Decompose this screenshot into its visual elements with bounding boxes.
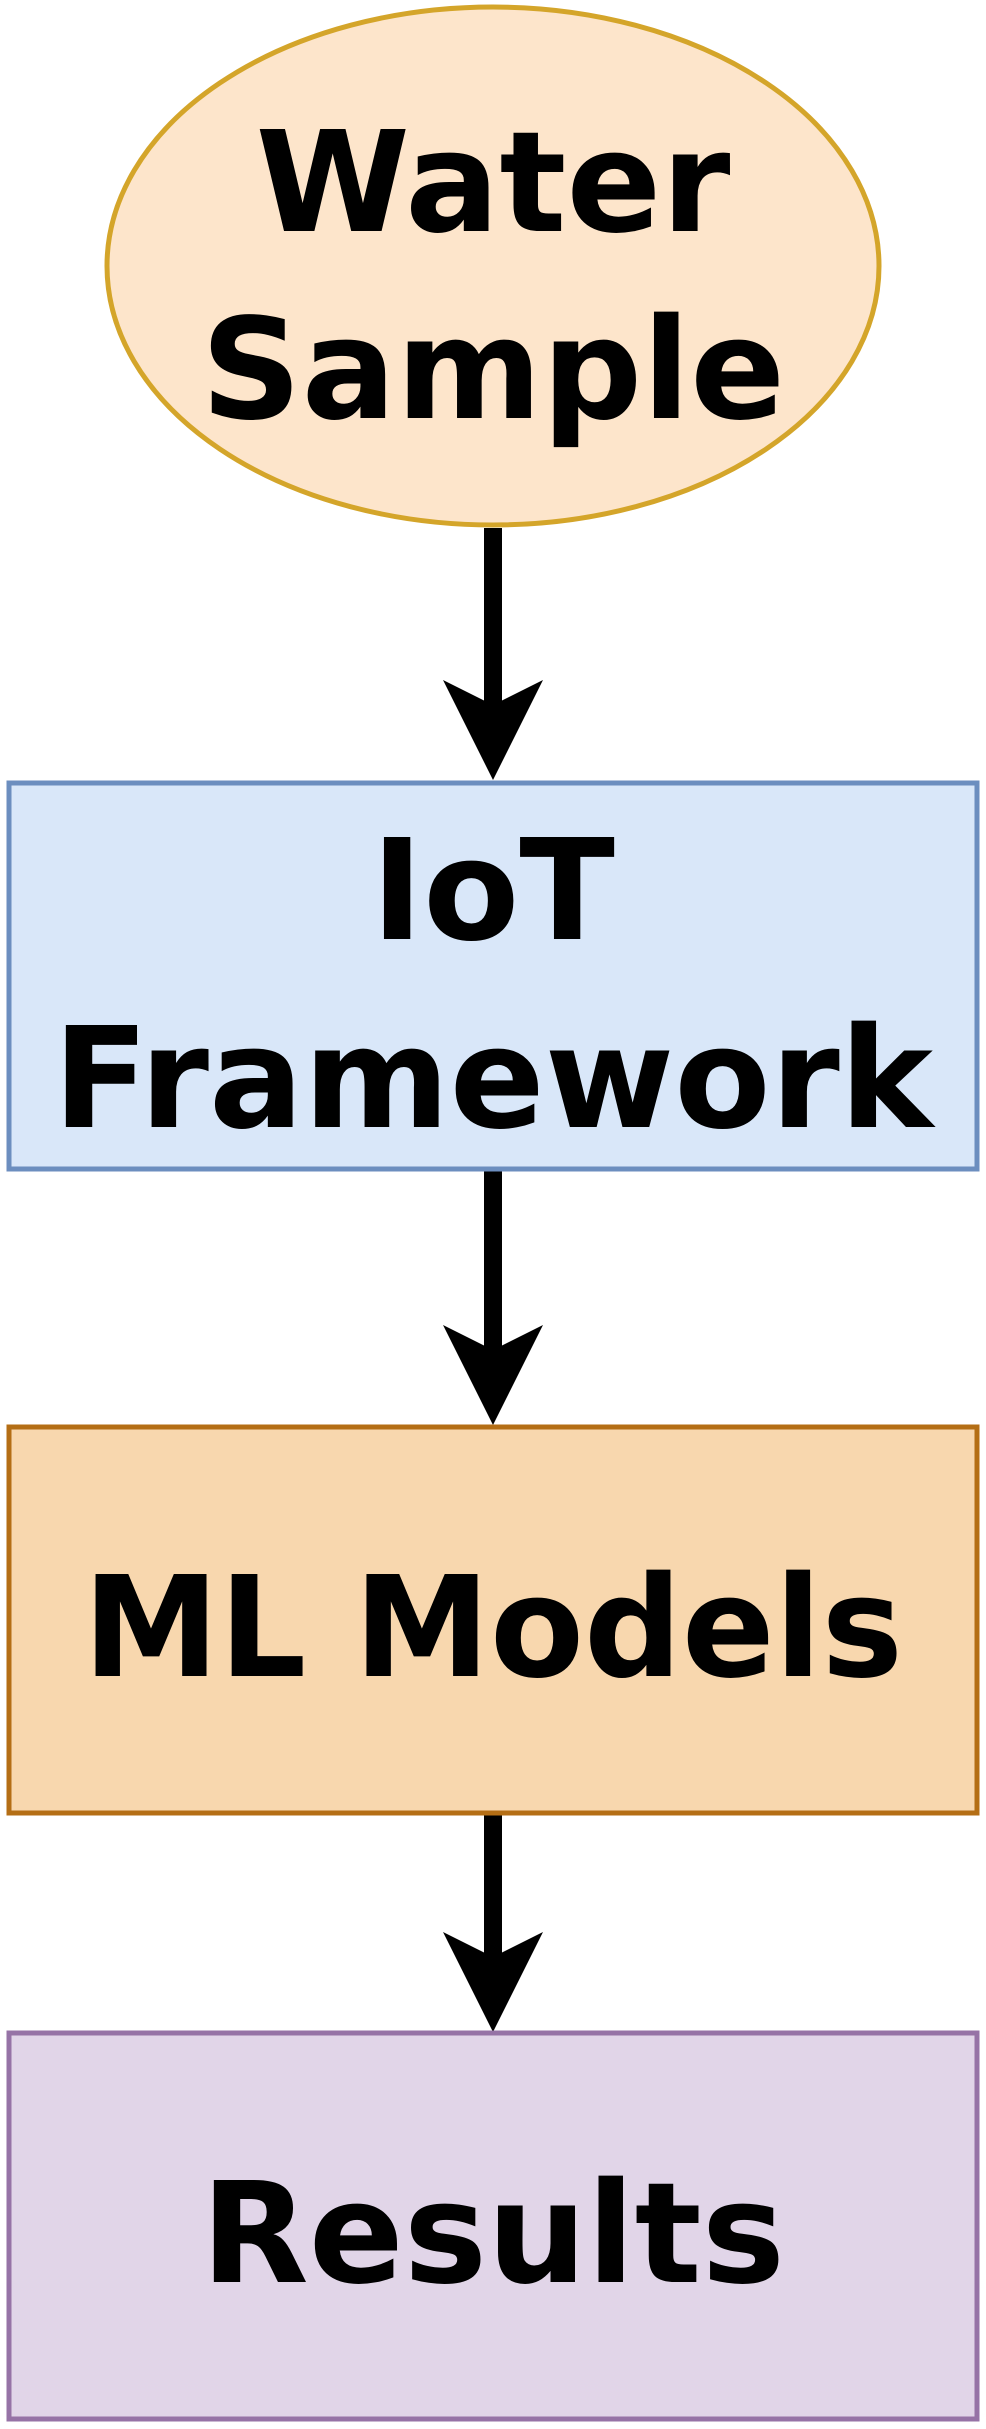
node-results: Results (6, 2030, 980, 2422)
node-water-sample: Water Sample (104, 4, 882, 528)
node-ml-models-line-1: ML Models (83, 1547, 903, 1710)
node-water-sample-line-2: Sample (201, 289, 785, 452)
node-iot-framework-line-2: Framework (53, 998, 936, 1161)
arrowhead-icon (443, 1325, 543, 1425)
node-water-sample-line-1: Water (256, 102, 731, 265)
node-iot-framework-line-1: IoT (371, 810, 615, 973)
node-water-sample-shape (104, 4, 882, 528)
node-iot-framework-shape (6, 780, 980, 1172)
node-results-shape (6, 2030, 980, 2422)
node-ml-models: ML Models (6, 1424, 980, 1816)
arrowhead-icon (443, 1932, 543, 2032)
node-results-line-1: Results (201, 2153, 785, 2316)
arrow-water-to-iot (443, 528, 543, 780)
node-ml-models-shape (6, 1424, 980, 1816)
arrowhead-icon (443, 680, 543, 780)
node-iot-framework: IoT Framework (6, 780, 980, 1172)
arrow-iot-to-ml (443, 1170, 543, 1425)
arrow-ml-to-results (443, 1815, 543, 2032)
